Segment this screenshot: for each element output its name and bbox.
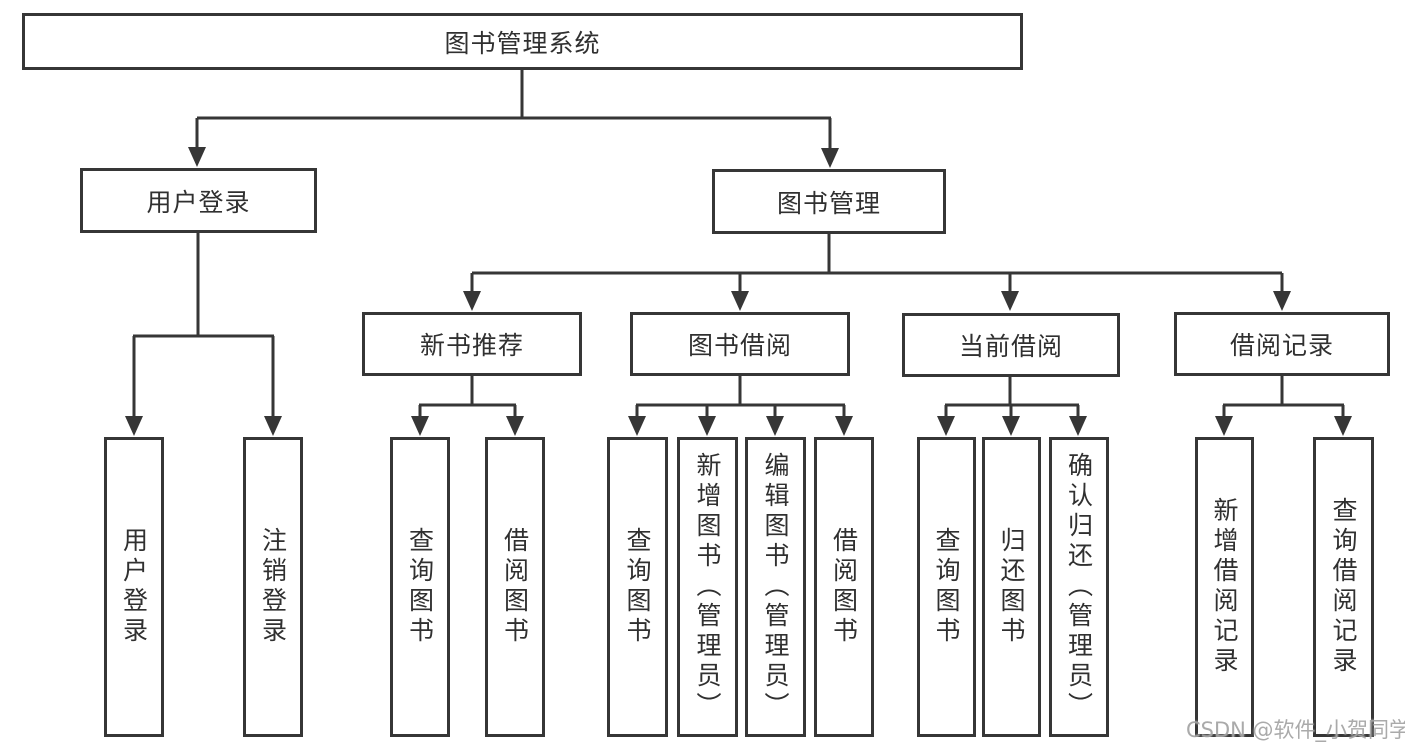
arrowhead-icon (188, 147, 206, 167)
arrowhead-icon (1215, 416, 1233, 436)
arrowhead-icon (731, 291, 749, 311)
arrowhead-icon (264, 416, 282, 436)
arrowhead-icon (835, 416, 853, 436)
connector-new-book-to-leaves (411, 375, 524, 436)
arrowhead-icon (821, 148, 839, 168)
arrowhead-icon (1001, 291, 1019, 311)
arrowhead-icon (1002, 416, 1020, 436)
arrowhead-icon (411, 416, 429, 436)
leaf-query-borrow-record: 查询借阅记录 (1313, 437, 1374, 737)
node-book-borrowing: 图书借阅 (630, 312, 850, 376)
connector-root-to-level2 (188, 69, 839, 168)
watermark-text: CSDN @软件_小贺同学 (1186, 718, 1405, 742)
node-current-borrowing: 当前借阅 (902, 313, 1120, 377)
arrowhead-icon (1069, 416, 1087, 436)
leaf-add-borrow-record: 新增借阅记录 (1195, 437, 1254, 737)
node-root-system: 图书管理系统 (22, 13, 1023, 70)
leaf-logout-login: 注销登录 (243, 437, 303, 737)
leaf-query-books-borrowing: 查询图书 (607, 437, 668, 737)
leaf-query-books-current: 查询图书 (917, 437, 976, 737)
arrowhead-icon (463, 291, 481, 311)
leaf-borrow-books-recommend: 借阅图书 (485, 437, 545, 737)
arrowhead-icon (698, 416, 716, 436)
leaf-edit-books-admin: 编辑图书（管理员） (745, 437, 806, 737)
connector-book-management-to-level3 (463, 233, 1291, 311)
leaf-query-books-recommend: 查询图书 (390, 437, 450, 737)
arrowhead-icon (766, 416, 784, 436)
node-user-login: 用户登录 (80, 168, 317, 233)
leaf-add-books-admin: 新增图书（管理员） (677, 437, 738, 737)
leaf-return-books: 归还图书 (982, 437, 1041, 737)
arrowhead-icon (937, 416, 955, 436)
arrowhead-icon (125, 416, 143, 436)
node-book-management: 图书管理 (712, 169, 946, 234)
leaf-user-login: 用户登录 (104, 437, 164, 737)
connector-book-borrow-to-leaves (628, 375, 853, 436)
node-borrowing-records: 借阅记录 (1174, 312, 1390, 376)
arrowhead-icon (1334, 416, 1352, 436)
arrowhead-icon (506, 416, 524, 436)
connector-borrow-records-to-leaves (1215, 375, 1352, 436)
connector-user-login-to-leaves (125, 232, 282, 436)
leaf-confirm-return-admin: 确认归还（管理员） (1049, 437, 1109, 737)
arrowhead-icon (628, 416, 646, 436)
node-new-book-recommendation: 新书推荐 (362, 312, 582, 376)
connector-current-borrow-to-leaves (937, 375, 1087, 436)
leaf-borrow-books-borrowing: 借阅图书 (814, 437, 874, 737)
arrowhead-icon (1273, 291, 1291, 311)
